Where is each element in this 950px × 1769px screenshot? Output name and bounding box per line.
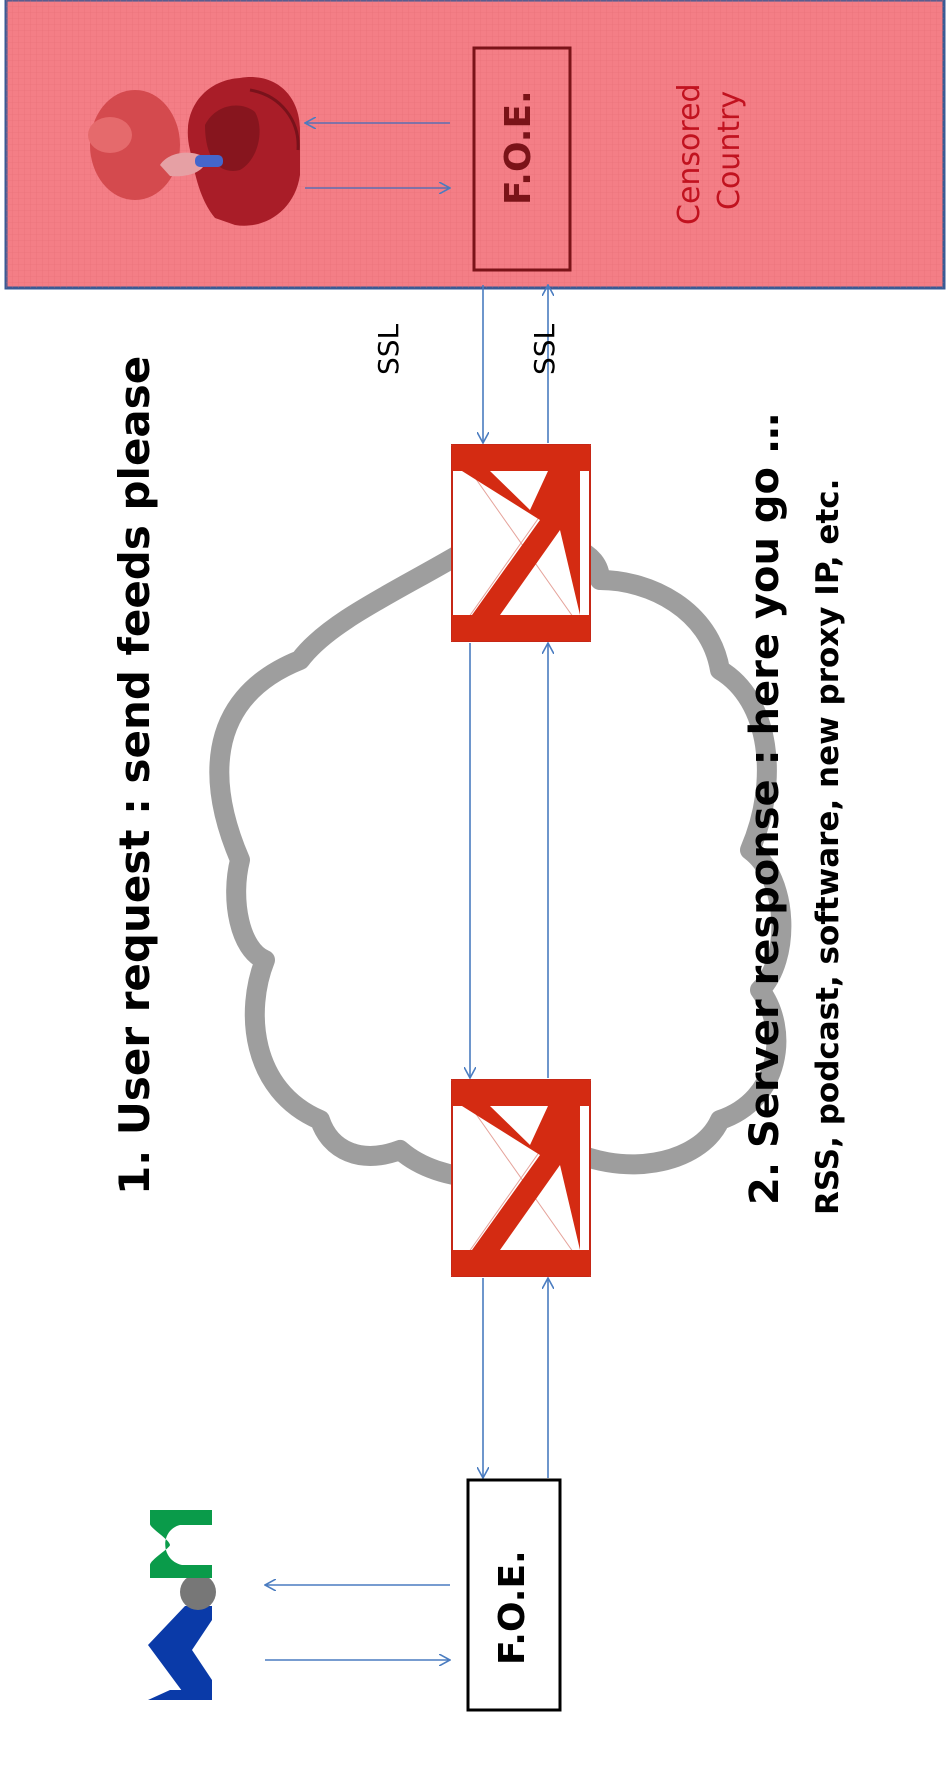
foe-box-censored xyxy=(472,46,572,272)
server-response-label: 2. Server response : here you go … xyxy=(742,413,788,1205)
foe-label-server: F.O.E. xyxy=(492,1550,533,1665)
ssl-label: SSL xyxy=(528,323,561,375)
censored-country-label-line1: Censored xyxy=(672,83,707,225)
ssl-label: SSL xyxy=(372,323,405,375)
foe-label-censored: F.O.E. xyxy=(498,90,539,205)
user-icon xyxy=(88,77,300,226)
mail-server-icon xyxy=(451,444,591,642)
censored-country-label-line2: Country xyxy=(712,90,747,210)
server-response-sub: RSS, podcast, software, new proxy IP, et… xyxy=(810,478,846,1215)
foe-box-server xyxy=(466,1478,562,1712)
user-request-label: 1. User request : send feeds please xyxy=(110,355,159,1195)
voa-logo-icon xyxy=(148,1510,216,1700)
mail-server-icon xyxy=(451,1079,591,1277)
